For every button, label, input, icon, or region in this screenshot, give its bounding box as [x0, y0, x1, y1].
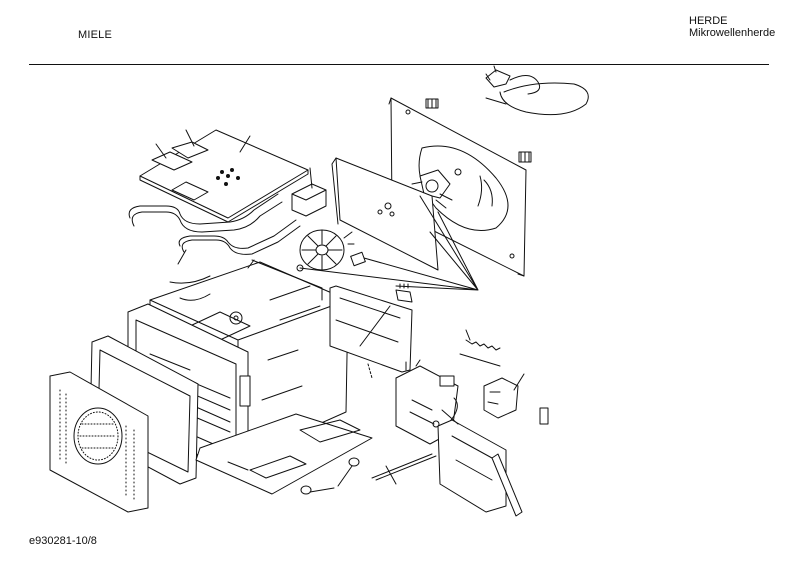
small-parts: [368, 364, 458, 427]
base-plate: [196, 414, 372, 494]
terminal-connectors: [426, 99, 531, 162]
side-panel: [438, 420, 522, 516]
leader-lines: [300, 196, 478, 290]
category-line-1: HERDE: [689, 15, 728, 27]
brand-label: MIELE: [78, 29, 113, 41]
rod: [372, 454, 436, 484]
category-label: HERDE Mikrowellenherde: [689, 15, 775, 39]
switch-bracket: [484, 374, 548, 424]
shield-plate: [332, 158, 438, 270]
top-cover: [129, 130, 326, 264]
side-bracket: [330, 284, 412, 372]
spring-cable: [460, 330, 500, 366]
fan-wheel: [297, 230, 365, 271]
door-front-panel: [50, 372, 148, 512]
back-panel: [389, 98, 526, 276]
header-rule: [29, 64, 769, 65]
document-number: e930281-10/8: [29, 535, 97, 547]
category-line-2: Mikrowellenherde: [689, 27, 776, 39]
power-cord: [486, 66, 588, 115]
